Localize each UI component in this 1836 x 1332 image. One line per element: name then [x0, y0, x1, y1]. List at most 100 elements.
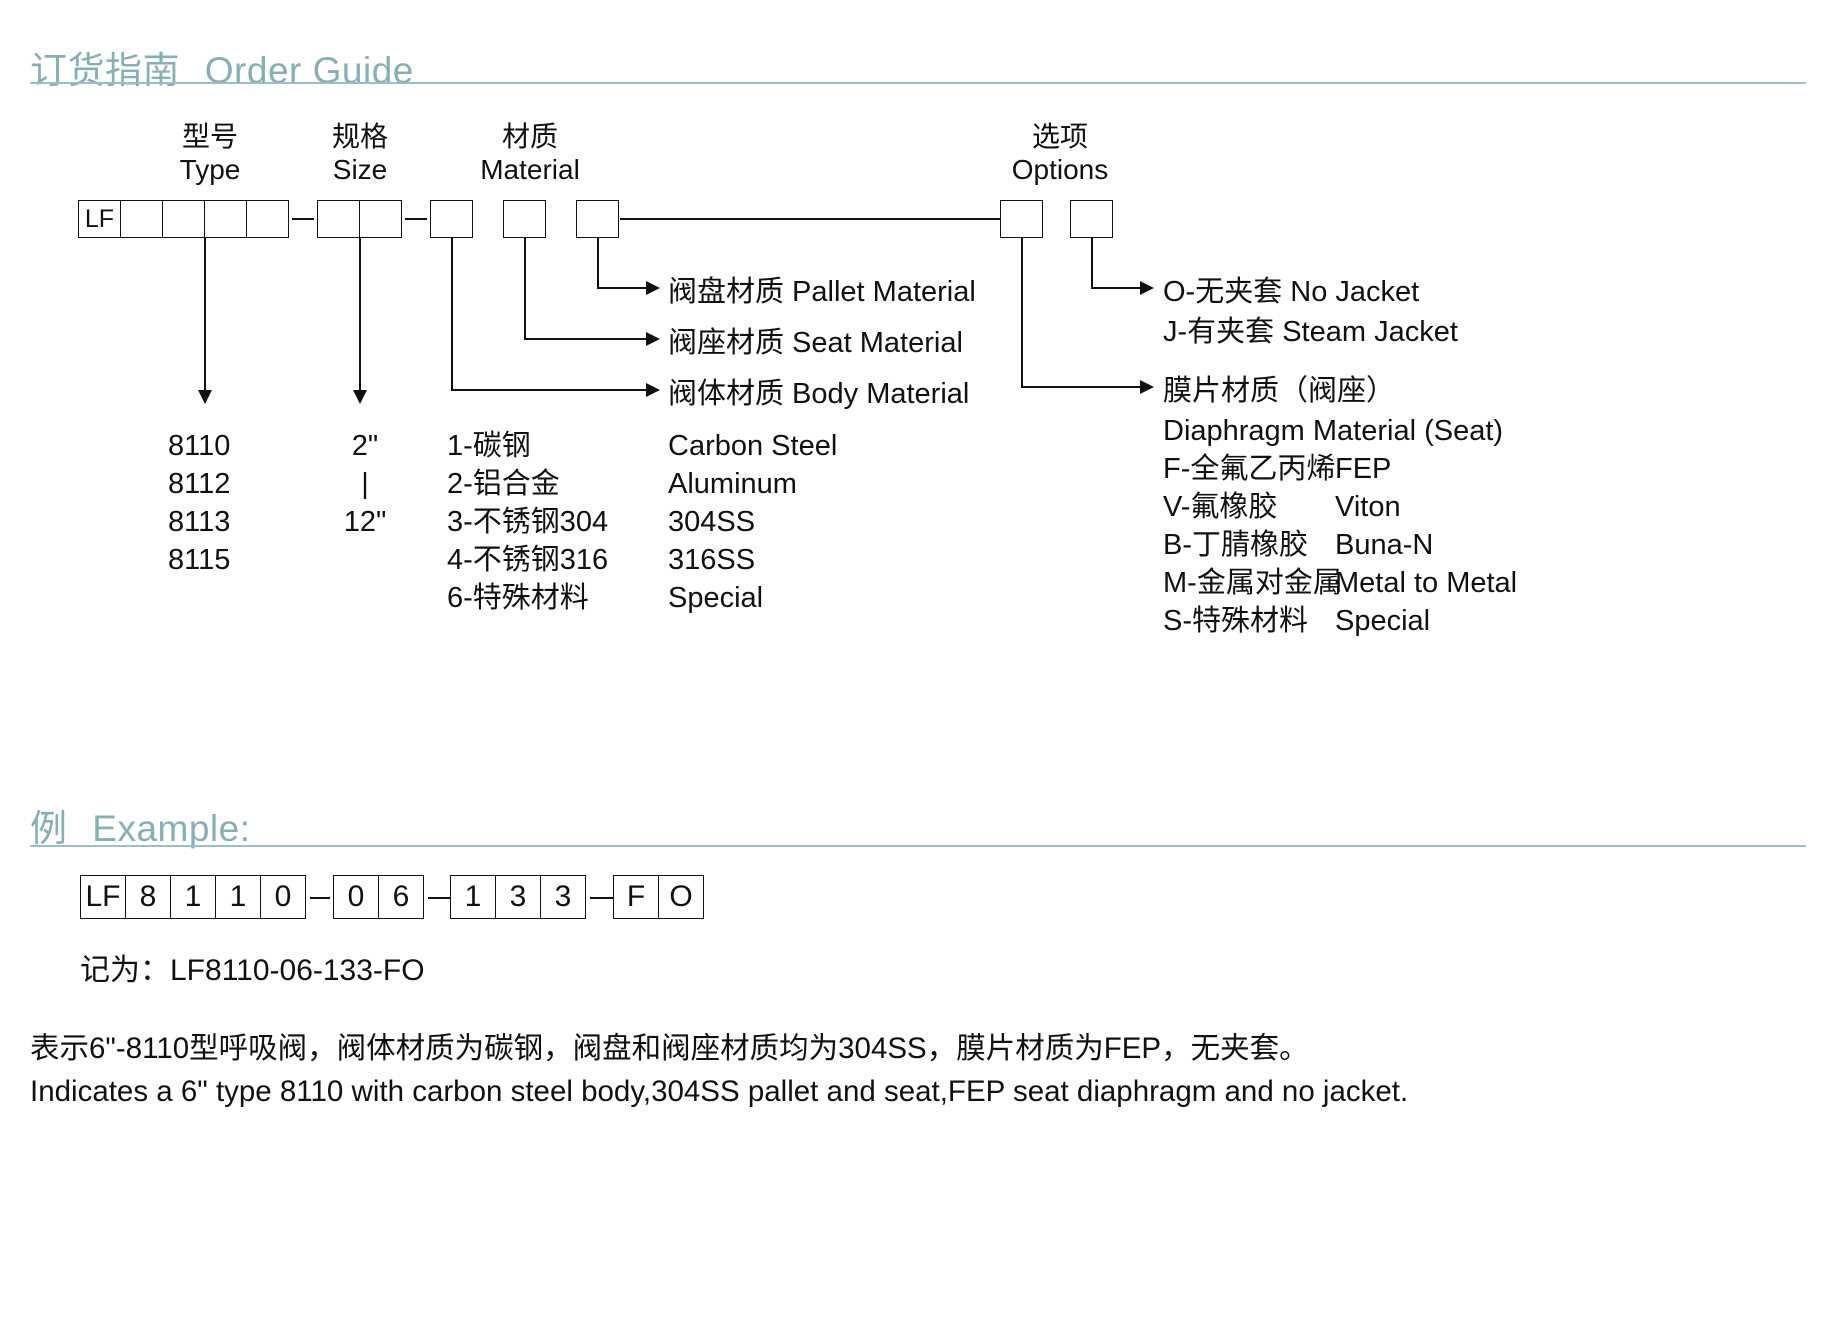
code-cell-material-seat[interactable]: [503, 200, 546, 238]
example-title-en: Example:: [92, 808, 251, 849]
page-title: 订货指南 Order Guide: [30, 40, 414, 94]
list-item: 8115: [168, 544, 231, 576]
list-item: Aluminum: [668, 468, 797, 500]
list-item: 8110: [168, 430, 231, 462]
group-caption-type-cn: 型号: [181, 121, 238, 152]
example-cell-9: 3: [540, 875, 586, 919]
group-caption-options-en: Options: [1011, 154, 1109, 186]
leader-body-vertical: [451, 238, 453, 390]
list-size-values: 2" | 12": [340, 427, 390, 541]
callout-pallet-material: 阀盘材质 Pallet Material: [668, 276, 976, 308]
group-caption-size-cn: 规格: [331, 121, 388, 152]
leader-jacket-arrowhead: [1140, 281, 1154, 295]
group-caption-type: 型号 Type: [140, 120, 280, 186]
leader-body-arrowhead: [646, 383, 660, 397]
example-cell-1: 8: [125, 875, 171, 919]
example-description-cn: 表示6"-8110型呼吸阀，阀体材质为碳钢，阀盘和阀座材质均为304SS，膜片材…: [30, 1032, 1309, 1065]
callout-diaphragm-cn: 膜片材质（阀座）: [1163, 375, 1396, 407]
page-title-en: Order Guide: [204, 50, 414, 91]
leader-body-horizontal: [451, 389, 649, 391]
code-cell-material-body[interactable]: [430, 200, 473, 238]
code-cell-option-jacket[interactable]: [1070, 200, 1113, 238]
code-cell-size-0[interactable]: [317, 200, 360, 238]
code-connector-long: [620, 218, 1000, 220]
list-item: 3-不锈钢304: [447, 506, 609, 538]
example-divider: [30, 845, 1806, 847]
list-item: 4-不锈钢316: [447, 544, 609, 576]
example-cell-10: F: [613, 875, 659, 919]
list-item: F-全氟乙丙烯: [1163, 453, 1336, 485]
example-title: 例 Example:: [30, 798, 251, 852]
leader-diaphragm-arrowhead: [1140, 380, 1154, 394]
code-cell-type-3[interactable]: [204, 200, 247, 238]
list-item: 1-碳钢: [447, 430, 531, 462]
code-cell-material-pallet[interactable]: [576, 200, 619, 238]
code-cell-type-1[interactable]: [120, 200, 163, 238]
example-cell-4: 0: [260, 875, 306, 919]
example-cell-3: 1: [215, 875, 261, 919]
code-separator-1: [292, 218, 314, 220]
callout-jacket-steam: J-有夹套 Steam Jacket: [1163, 316, 1458, 348]
example-separator-2: [428, 897, 452, 899]
list-type-values: 8110 8112 8113 8115: [168, 427, 230, 579]
code-cell-type-4[interactable]: [246, 200, 289, 238]
leader-type-arrowhead: [198, 390, 212, 404]
leader-seat-vertical: [524, 238, 526, 339]
leader-pallet-horizontal: [597, 287, 649, 289]
list-item: FEP: [1335, 453, 1392, 485]
code-cell-type-0[interactable]: LF: [78, 200, 121, 238]
list-item: S-特殊材料: [1163, 605, 1309, 637]
list-diaphragm-codes: F-全氟乙丙烯 V-氟橡胶 B-丁腈橡胶 M-金属对金属 S-特殊材料: [1163, 450, 1342, 640]
leader-seat-horizontal: [524, 338, 649, 340]
list-item: Special: [1335, 605, 1431, 637]
size-max: 12": [343, 506, 387, 538]
list-diaphragm-names: FEP Viton Buna-N Metal to Metal Special: [1335, 450, 1517, 640]
header-divider: [30, 82, 1806, 84]
example-cell-6: 6: [378, 875, 424, 919]
list-item: 6-特殊材料: [447, 582, 589, 614]
leader-size-vertical: [359, 238, 361, 393]
list-material-names: Carbon Steel Aluminum 304SS 316SS Specia…: [668, 427, 837, 617]
list-item: Carbon Steel: [668, 430, 838, 462]
code-cell-option-diaphragm[interactable]: [1000, 200, 1043, 238]
example-cell-0: LF: [80, 875, 126, 919]
example-separator-3: [590, 897, 614, 899]
code-separator-2: [405, 218, 427, 220]
size-min: 2": [351, 430, 379, 462]
code-cell-size-1[interactable]: [359, 200, 402, 238]
list-item: V-氟橡胶: [1163, 491, 1278, 523]
example-separator-1: [310, 897, 330, 899]
list-material-codes: 1-碳钢 2-铝合金 3-不锈钢304 4-不锈钢316 6-特殊材料: [447, 427, 608, 617]
size-connector: |: [361, 468, 369, 500]
list-item: 304SS: [668, 506, 756, 538]
code-cell-type-2[interactable]: [162, 200, 205, 238]
group-caption-options-cn: 选项: [1031, 121, 1088, 152]
callout-seat-material: 阀座材质 Seat Material: [668, 327, 963, 359]
group-caption-options: 选项 Options: [985, 120, 1135, 186]
leader-jacket-horizontal: [1091, 287, 1143, 289]
page-title-cn: 订货指南: [30, 50, 180, 91]
leader-seat-arrowhead: [646, 332, 660, 346]
example-cell-2: 1: [170, 875, 216, 919]
example-description-en: Indicates a 6" type 8110 with carbon ste…: [30, 1075, 1409, 1108]
list-item: Metal to Metal: [1335, 567, 1518, 599]
callout-jacket-none: O-无夹套 No Jacket: [1163, 276, 1420, 308]
list-item: 2-铝合金: [447, 468, 560, 500]
leader-jacket-vertical: [1091, 238, 1093, 288]
group-caption-material-en: Material: [480, 154, 580, 186]
group-caption-material: 材质 Material: [450, 120, 610, 186]
example-cell-11: O: [658, 875, 704, 919]
group-caption-size: 规格 Size: [290, 120, 430, 186]
leader-diaphragm-horizontal: [1021, 386, 1143, 388]
example-cell-7: 1: [450, 875, 496, 919]
leader-type-vertical: [204, 238, 206, 393]
example-title-cn: 例: [30, 808, 68, 849]
list-item: 8113: [168, 506, 231, 538]
group-caption-type-en: Type: [179, 154, 241, 186]
list-item: B-丁腈橡胶: [1163, 529, 1309, 561]
group-caption-material-cn: 材质: [501, 121, 558, 152]
callout-body-material: 阀体材质 Body Material: [668, 378, 970, 410]
list-item: Special: [668, 582, 764, 614]
group-caption-size-en: Size: [332, 154, 388, 186]
leader-pallet-arrowhead: [646, 281, 660, 295]
